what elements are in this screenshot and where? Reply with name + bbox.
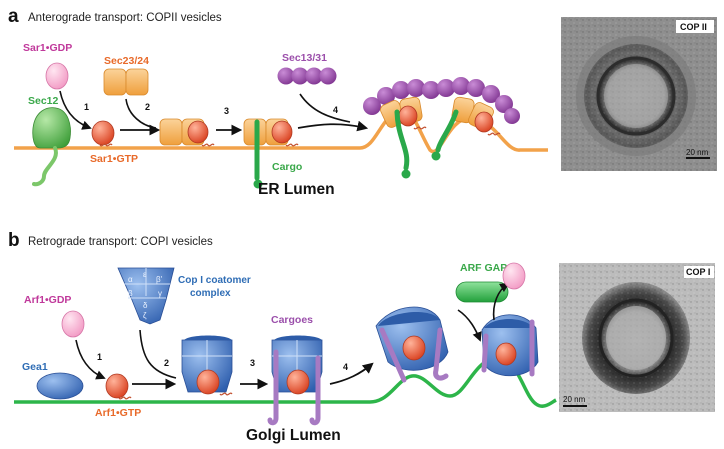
em-image-copii: COP II 20 nm xyxy=(561,17,717,171)
sar1-gtp-bound-3 xyxy=(271,120,293,144)
sar1-gtp-label: Sar1•GTP xyxy=(90,153,138,165)
er-membrane xyxy=(14,107,548,154)
step-1-arrow-b xyxy=(75,339,106,380)
sec13-31-bead xyxy=(305,67,323,85)
step-2-label-b: 2 xyxy=(164,358,169,368)
step-2-arrow-curve xyxy=(125,98,157,129)
step-4-arrow-curve xyxy=(299,93,351,123)
coatomer-bound-3 xyxy=(267,335,323,426)
copi-bud xyxy=(375,306,449,383)
sec13-31-label: Sec13/31 xyxy=(282,52,327,64)
step-4-label-b: 4 xyxy=(343,362,348,372)
step-3-label-b: 3 xyxy=(250,358,255,368)
panel-a-title: Anterograde transport: COPII vesicles xyxy=(28,12,222,24)
greek-beta-prime: β' xyxy=(156,275,163,284)
sar1-anchor-3 xyxy=(285,143,299,147)
sec13-31-bead xyxy=(291,67,309,85)
sec23-block-bound xyxy=(159,118,183,146)
step-2-arrow-curve-b xyxy=(139,329,177,379)
em-image-copi: COP I 20 nm xyxy=(559,263,715,412)
greek-delta: δ xyxy=(143,301,148,310)
sec23-block xyxy=(103,68,127,96)
step-1-label: 1 xyxy=(84,102,89,112)
coatomer-label-line2: complex xyxy=(190,288,231,299)
sec13-31-bead xyxy=(277,67,295,85)
em-scale-copi: 20 nm xyxy=(563,395,586,404)
greek-alpha: α xyxy=(128,275,133,284)
release-arrow xyxy=(492,283,510,321)
cargo-knob xyxy=(253,179,263,189)
panel-a: a Anterograde transport: COPII vesicles … xyxy=(8,6,548,198)
step-1-label-b: 1 xyxy=(97,352,102,362)
panel-a-letter: a xyxy=(8,6,19,27)
panel-b-letter: b xyxy=(8,230,20,251)
copii-bud xyxy=(363,77,520,179)
em-label-copii: COP II xyxy=(680,22,707,32)
sar1-anchor xyxy=(99,143,113,147)
arf1-gdp-label: Arf1•GDP xyxy=(24,294,71,306)
sec23-24-label: Sec23/24 xyxy=(104,55,149,67)
coatomer-bound-2 xyxy=(181,335,233,396)
gap-arrow xyxy=(457,309,482,342)
er-lumen-label: ER Lumen xyxy=(258,181,335,198)
em-scale-copii: 20 nm xyxy=(686,148,709,157)
greek-zeta: ζ xyxy=(143,311,147,320)
golgi-lumen-label: Golgi Lumen xyxy=(246,427,341,444)
cargo-label: Cargo xyxy=(272,161,302,173)
sar1-gdp-ball xyxy=(45,62,69,90)
sar1-gtp-bound-2 xyxy=(187,120,209,144)
step-2-label: 2 xyxy=(145,102,150,112)
arf1-gdp-released xyxy=(502,262,526,290)
gea1-label: Gea1 xyxy=(22,361,48,373)
sar1-gtp-ball xyxy=(91,120,115,146)
sec12-protein xyxy=(32,107,71,149)
sec12-tail xyxy=(32,146,58,187)
sec13-31-bead xyxy=(319,67,337,85)
golgi-membrane xyxy=(14,356,557,408)
gea1-protein xyxy=(36,372,84,400)
arf1-gtp-ball xyxy=(105,373,129,399)
coatomer-complex: α β' ε β γ δ ζ xyxy=(117,267,175,325)
arf1-anchor xyxy=(118,396,132,400)
step-3-label: 3 xyxy=(224,106,229,116)
step-4-arrow-b xyxy=(329,362,374,385)
step-1-arrow xyxy=(59,90,92,130)
sec12-label: Sec12 xyxy=(28,95,59,107)
panel-b-title: Retrograde transport: COPI vesicles xyxy=(28,236,213,248)
coatomer-label-line1: Cop I coatomer xyxy=(178,275,251,286)
sar1-anchor-2 xyxy=(201,143,215,147)
sec24-block xyxy=(125,68,149,96)
panel-b: b Retrograde transport: COPI vesicles Ar… xyxy=(8,230,557,444)
arf1-gtp-label: Arf1•GTP xyxy=(95,407,141,419)
greek-gamma: γ xyxy=(158,289,162,298)
step-4-arrow xyxy=(297,120,369,132)
sar1-gdp-label: Sar1•GDP xyxy=(23,42,72,54)
arf-gap-label: ARF GAP xyxy=(460,262,507,274)
greek-beta: β xyxy=(128,289,133,298)
greek-epsilon: ε xyxy=(143,270,147,279)
cargoes-label: Cargoes xyxy=(271,314,313,326)
em-label-copi: COP I xyxy=(686,267,710,277)
copi-released xyxy=(481,314,539,377)
step-4-label: 4 xyxy=(333,105,338,115)
arf1-gdp-ball xyxy=(61,310,85,338)
